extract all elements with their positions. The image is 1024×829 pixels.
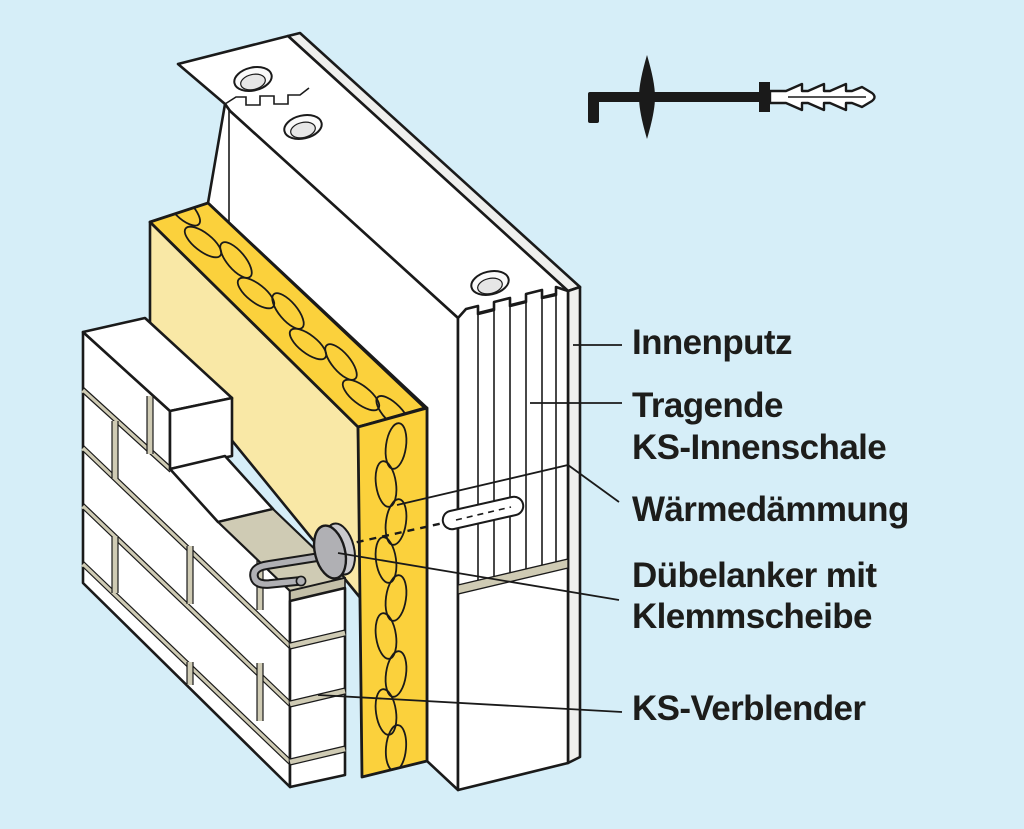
- leader-lines: [317, 344, 623, 713]
- label-duebelanker-line1: Dübelanker mit: [632, 556, 877, 595]
- header-course-joints: [289, 629, 346, 766]
- label-innenputz: Innenputz: [632, 323, 792, 362]
- insulation-layer: [148, 201, 429, 779]
- insulation-end-face: [356, 406, 429, 779]
- brick-end-step: [168, 396, 234, 471]
- anchor-dowel: [343, 495, 525, 547]
- leader-waermedaemmung: [396, 464, 620, 506]
- leader-duebelanker: [337, 552, 620, 601]
- wall-anchor-icon: [588, 55, 876, 139]
- label-tragende-line2: KS-Innenschale: [632, 428, 886, 467]
- label-ks-verblender: KS-Verblender: [632, 689, 866, 728]
- block-grip-hole: [470, 270, 510, 296]
- mortar-joint: [457, 558, 569, 595]
- block-grip-hole: [283, 114, 323, 140]
- labels: Innenputz Tragende KS-Innenschale Wärmed…: [632, 323, 909, 728]
- label-duebelanker-line2: Klemmscheibe: [632, 597, 872, 636]
- anchor-hook: [249, 548, 349, 589]
- leader-ks-verblender: [317, 694, 623, 713]
- mineral-wool-pattern: [165, 203, 411, 427]
- clamping-disc: [312, 522, 356, 580]
- block-grip-hole: [233, 66, 273, 92]
- label-tragende-line1: Tragende: [632, 386, 783, 425]
- label-waermedaemmung: Wärmedämmung: [632, 490, 909, 529]
- ks-inner-wall-end-face: [456, 285, 570, 792]
